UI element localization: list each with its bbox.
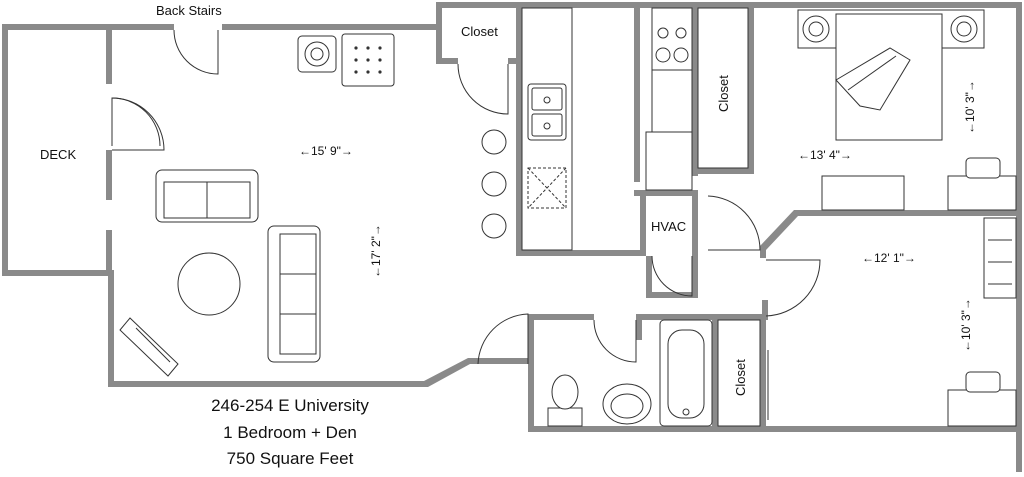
den-width-dimension: ←12' 1"→ [862, 251, 916, 265]
refrigerator-icon [651, 69, 693, 133]
caption: 246-254 E University 1 Bedroom + Den 750… [190, 393, 390, 473]
hvac-label: HVAC [651, 219, 686, 234]
deck-north-wall [2, 24, 110, 30]
bar-stool-icon [481, 213, 507, 239]
entry-door [477, 313, 529, 365]
bottom-closet [717, 319, 761, 427]
toilet-icon [551, 374, 579, 410]
living-furniture [119, 33, 507, 377]
bedroom-door [707, 195, 761, 251]
coffee-table-icon [177, 252, 241, 316]
living-width-dimension: ←15' 9"→ [299, 144, 353, 158]
toilet-tank-icon [547, 407, 583, 427]
doors [111, 29, 821, 420]
dresser-icon [821, 175, 905, 211]
tv-icon [119, 317, 179, 377]
den-desk-icon [947, 389, 1017, 427]
deck-divider-wall [106, 24, 112, 84]
den [947, 217, 1017, 427]
caption-area: 750 Square Feet [226, 449, 354, 468]
living-west-wall [108, 270, 114, 387]
den-door [765, 259, 821, 317]
stove-icon [297, 35, 337, 73]
bath-door [593, 319, 637, 363]
sink-icon [527, 83, 567, 141]
back-stairs-label: Back Stairs [156, 3, 222, 18]
bedroom-width-dimension: ←13' 4"→ [798, 148, 852, 162]
kitchen-closet [697, 7, 749, 169]
nightstand-lamp-icon [802, 15, 830, 43]
shelf-icon [983, 217, 1017, 299]
sofa-icon [267, 225, 321, 363]
desk-chair-icon [965, 157, 1001, 179]
deck-south-wall [2, 270, 114, 276]
hvac-door [651, 255, 693, 297]
pantry [645, 131, 693, 191]
den-chair-icon [965, 371, 1001, 393]
bedroom [797, 9, 1017, 211]
caption-layout: 1 Bedroom + Den [223, 422, 357, 442]
den-depth-dimension: ←10' 3"→ [959, 298, 973, 352]
bar-stool-icon [481, 171, 507, 197]
deck-label: DECK [40, 147, 76, 162]
closet-bottom-label: Closet [733, 359, 748, 396]
living-length-dimension: ←17' 2"→ [369, 224, 383, 278]
closet-door [457, 63, 509, 115]
living-south-wall [108, 381, 428, 387]
kitchen [521, 7, 749, 251]
bar-stool-icon [481, 129, 507, 155]
bathtub-icon [659, 319, 713, 427]
bedroom-depth-dimension: ←10' 3"→ [963, 80, 977, 134]
dishwasher-icon [527, 167, 567, 209]
closet-kitchen-label: Closet [716, 75, 731, 112]
bathroom [547, 319, 761, 427]
caption-address: 246-254 E University [211, 396, 369, 415]
back-door [173, 29, 219, 75]
range-icon [651, 7, 693, 71]
living-north-wall [106, 24, 174, 30]
nightstand-lamp-icon [950, 15, 978, 43]
deck-west-wall [2, 24, 8, 276]
desk-icon [947, 175, 1017, 211]
closet-top-label: Closet [461, 24, 498, 39]
bed-icon [835, 13, 943, 141]
